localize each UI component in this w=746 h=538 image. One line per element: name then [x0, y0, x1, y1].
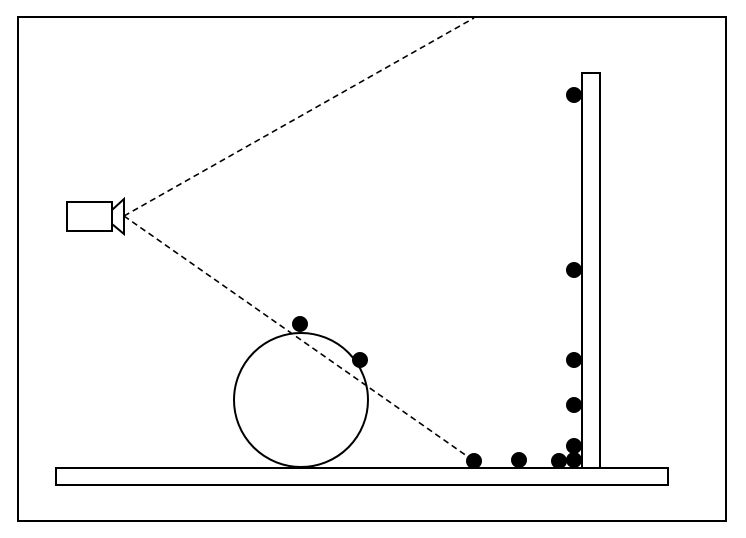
- floor: [55, 467, 669, 486]
- sample-point: [566, 452, 582, 468]
- sphere: [233, 332, 369, 468]
- sample-point: [566, 262, 582, 278]
- sample-point: [551, 453, 567, 469]
- frustum-upper-ray: [123, 17, 475, 217]
- sample-point: [566, 352, 582, 368]
- sample-points: [292, 87, 582, 469]
- wall: [581, 72, 601, 469]
- sample-point: [352, 352, 368, 368]
- sample-point: [566, 438, 582, 454]
- sample-point: [292, 316, 308, 332]
- sample-point: [466, 453, 482, 469]
- frame-border: [17, 16, 727, 522]
- sample-point: [511, 452, 527, 468]
- camera-icon: [66, 196, 125, 237]
- sample-point: [566, 397, 582, 413]
- sample-point: [566, 87, 582, 103]
- frustum-lower-ray: [123, 215, 475, 462]
